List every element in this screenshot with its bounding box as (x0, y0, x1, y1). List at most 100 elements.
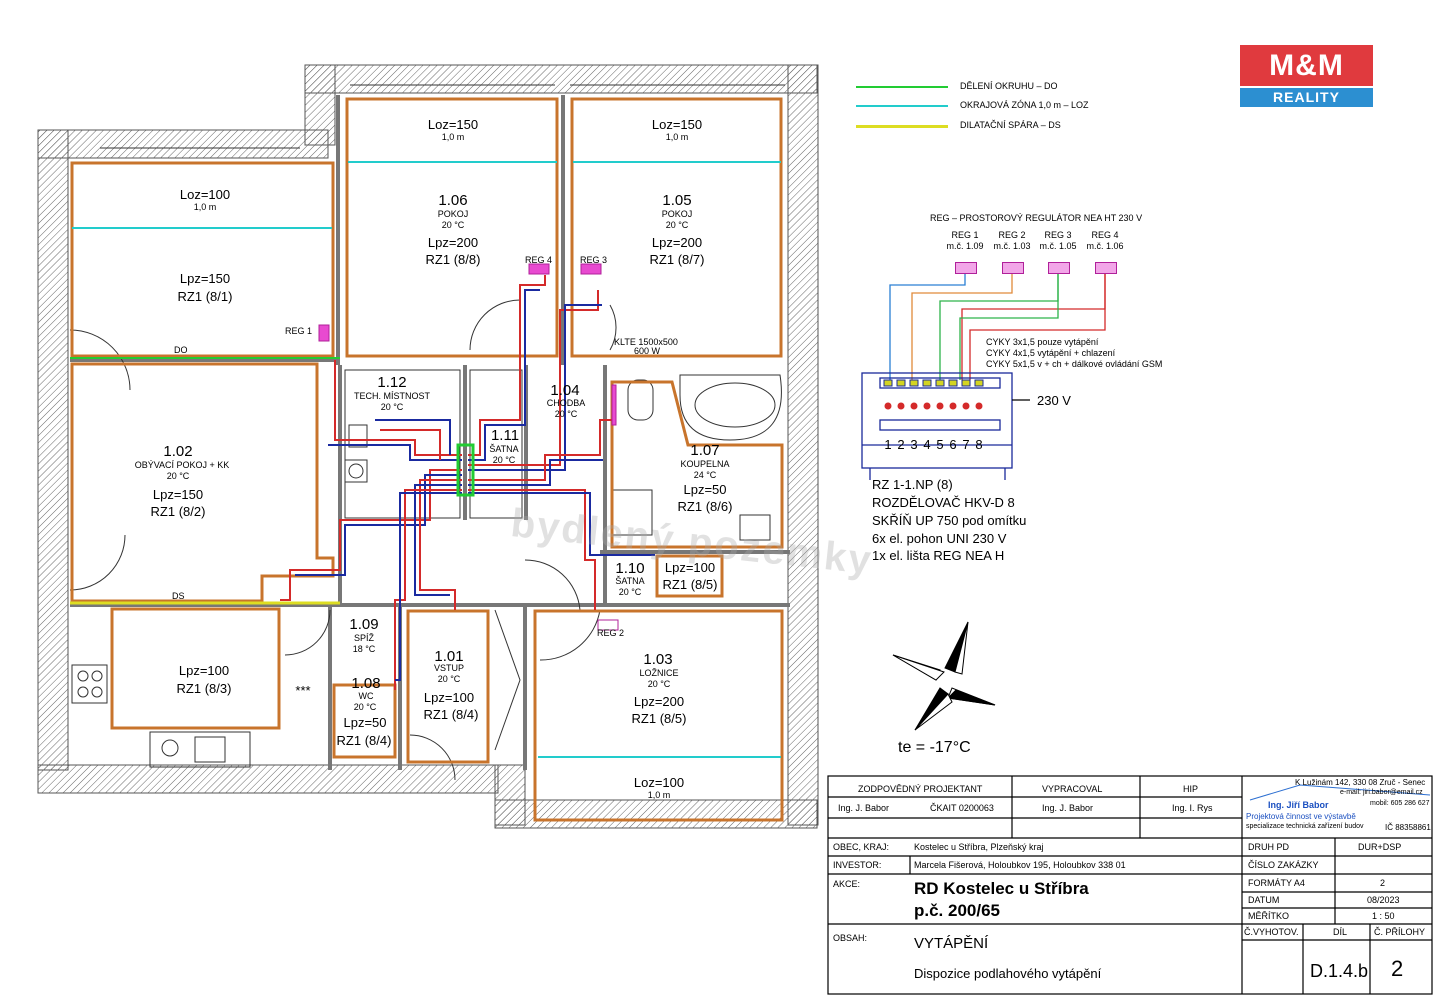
output-number: 4 (923, 437, 931, 452)
output-number: 6 (949, 437, 957, 452)
valve-head (948, 379, 958, 387)
valve-actuator (975, 402, 983, 410)
schema-manifold (861, 372, 1030, 480)
control-wire (911, 272, 1013, 380)
valve-head (974, 379, 984, 387)
valve-actuator (962, 402, 970, 410)
project-parcel: p.č. 200/65 (914, 901, 1001, 920)
do-label: DO (174, 345, 188, 355)
reg-4-label: REG 4 (525, 255, 553, 265)
attachment-number: 2 (1391, 956, 1404, 981)
regulator-icon (1002, 262, 1024, 274)
reg-3-label: REG 3 (580, 255, 608, 265)
pipe (468, 290, 599, 466)
regulator-icon (1095, 262, 1117, 274)
drawing-content: VYTÁPĚNÍ (914, 935, 989, 952)
valve-actuator (884, 402, 892, 410)
cable-1: CYKY 3x1,5 pouze vytápění (986, 337, 1099, 347)
heating-loop (655, 554, 724, 598)
pipe (468, 489, 596, 610)
valve-head (922, 379, 932, 387)
schema-reg-room: m.č. 1.09 (946, 241, 984, 251)
output-number: 2 (897, 437, 905, 452)
output-number: 8 (975, 437, 983, 452)
outer-walls (37, 64, 819, 829)
pipe (468, 492, 655, 556)
legend-item-ds: DILATAČNÍ SPÁRA – DS (960, 120, 1061, 130)
control-wire (959, 272, 1059, 380)
heating-loop (406, 609, 490, 764)
valve-actuator (923, 402, 931, 410)
reg-1-label: REG 1 (285, 326, 313, 336)
drawing-subtitle: Dispozice podlahového vytápění (914, 966, 1102, 981)
heating-loop (70, 161, 335, 358)
heating-loop (533, 609, 784, 822)
schema-reg-label: REG 1 (951, 230, 979, 240)
legend-item-do: DĚLENÍ OKRUHU – DO (960, 81, 1058, 91)
schema-reg-room: m.č. 1.06 (1086, 241, 1124, 251)
pipe (468, 289, 540, 461)
title-block-frame (827, 775, 1433, 995)
pipe (394, 489, 462, 690)
heating-loop (110, 607, 281, 730)
heating-loop (70, 362, 335, 603)
output-number: 7 (962, 437, 970, 452)
heating-loop (570, 97, 783, 358)
project-title: RD Kostelec u Stříbra (914, 879, 1089, 898)
pipe (419, 479, 462, 610)
schema-title: REG – PROSTOROVÝ REGULÁTOR NEA HT 230 V (930, 213, 1143, 223)
cable-3: CYKY 5x1,5 v + ch + dálkové ovládání GSM (986, 359, 1163, 369)
valve-head (961, 379, 971, 387)
pipe (328, 444, 462, 461)
regulator-icon (955, 262, 977, 274)
company-roof-logo (1249, 784, 1431, 801)
cable-2: CYKY 4x1,5 vytápění + chlazení (986, 348, 1116, 358)
pipe (468, 459, 603, 486)
outside-temperature: te = -17°C (898, 739, 971, 756)
edge-zone-lines (72, 161, 781, 758)
output-number: 5 (936, 437, 944, 452)
valve-actuator (910, 402, 918, 410)
valve-head (909, 379, 919, 387)
company-address: K Lužinám 142, 330 08 Zruč - Senec (1295, 778, 1426, 787)
regulator-icon (1048, 262, 1070, 274)
pipe (468, 419, 612, 481)
pipe (468, 304, 602, 471)
heating-loops (70, 97, 784, 822)
legend-item-loz: OKRAJOVÁ ZÓNA 1,0 m – LOZ (960, 100, 1089, 110)
valve-head (883, 379, 893, 387)
valve-head (896, 379, 906, 387)
pipe (295, 474, 462, 576)
pipe (468, 275, 546, 456)
valve-actuator (936, 402, 944, 410)
valve-actuator (949, 402, 957, 410)
door-swings (69, 299, 617, 781)
pipe (375, 419, 451, 455)
output-number: 1 (884, 437, 892, 452)
schema-reg-room: m.č. 1.03 (993, 241, 1031, 251)
schema-reg-room: m.č. 1.05 (1039, 241, 1077, 251)
supply-voltage: 230 V (1037, 393, 1071, 408)
heating-loop (345, 97, 559, 358)
mm-reality-logo: M&M REALITY (1240, 45, 1373, 107)
heating-loop (332, 683, 397, 759)
ds-label: DS (172, 591, 185, 601)
valve-head (935, 379, 945, 387)
radiator-label: KLTE 1500x500 (614, 337, 678, 347)
distribution-pipes (280, 275, 655, 690)
reg-2-label: REG 2 (597, 628, 625, 638)
plan-manifold (456, 443, 475, 497)
schema-reg-label: REG 4 (1091, 230, 1119, 240)
output-number: 3 (910, 437, 918, 452)
reg-icons (318, 263, 619, 631)
schema-reg-label: REG 2 (998, 230, 1026, 240)
pipe (334, 360, 462, 456)
schema-valves (883, 379, 984, 410)
control-wire (969, 272, 1106, 380)
radiator-power: 600 W (634, 346, 661, 356)
heating-loop (610, 380, 784, 549)
pipe (280, 469, 462, 601)
pipe (395, 492, 462, 681)
